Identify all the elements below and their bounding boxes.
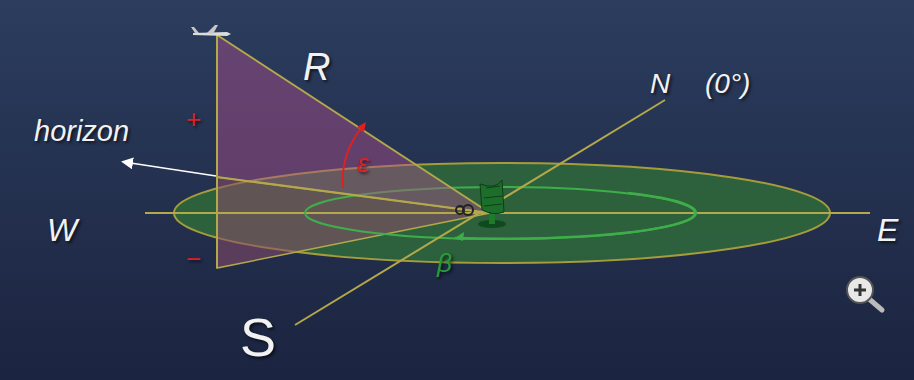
east-label: E bbox=[877, 214, 898, 246]
azimuth-symbol: β bbox=[437, 250, 452, 276]
zoom-icon bbox=[847, 277, 882, 310]
plus-sign: + bbox=[186, 106, 201, 132]
elevation-arrow bbox=[357, 122, 366, 132]
south-label: S bbox=[240, 310, 276, 364]
north-degree-label: (0°) bbox=[705, 70, 750, 98]
north-label: N bbox=[650, 70, 670, 98]
azimuth-arrow bbox=[455, 232, 464, 241]
range-label: R bbox=[303, 48, 330, 86]
vertical-line bbox=[216, 35, 218, 268]
horizon-arrow bbox=[124, 162, 216, 176]
radar-antenna bbox=[456, 180, 506, 228]
elevation-symbol: ε bbox=[357, 150, 368, 176]
minus-sign: − bbox=[186, 246, 201, 272]
west-east-axis bbox=[145, 212, 870, 214]
aircraft bbox=[191, 25, 231, 36]
west-label: W bbox=[47, 214, 77, 246]
horizon-label: horizon bbox=[34, 117, 129, 146]
elevation-triangle bbox=[217, 35, 490, 213]
